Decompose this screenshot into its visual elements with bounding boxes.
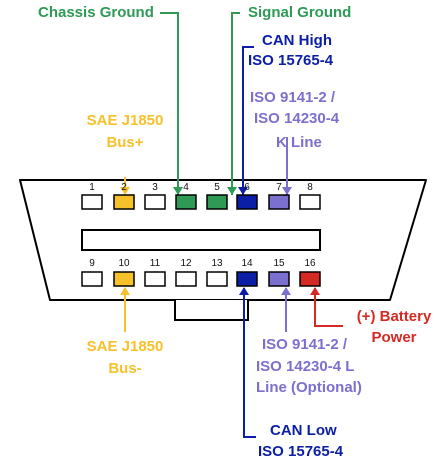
label-battery-line2: Power bbox=[371, 329, 417, 346]
pin-2 bbox=[113, 194, 135, 210]
pin-10 bbox=[113, 271, 135, 287]
label-j1850-minus-line1: SAE J1850 bbox=[86, 338, 164, 355]
label-j1850-plus-line2: Bus+ bbox=[106, 134, 144, 151]
label-lline-line1: ISO 9141-2 / bbox=[262, 336, 348, 353]
pin-number-3: 3 bbox=[152, 182, 158, 193]
pin-number-4: 4 bbox=[183, 182, 189, 193]
arrow-j1850-plus bbox=[120, 187, 130, 195]
pin-number-5: 5 bbox=[214, 182, 220, 193]
label-lline-line2: ISO 14230-4 L bbox=[256, 358, 355, 375]
pin-8 bbox=[299, 194, 321, 210]
pin-7 bbox=[268, 194, 290, 210]
label-can-high-line2: ISO 15765-4 bbox=[248, 52, 334, 69]
pin-6 bbox=[236, 194, 258, 210]
leader-can-high bbox=[242, 46, 254, 195]
label-kline-line3: K Line bbox=[276, 134, 322, 151]
label-kline-line2: ISO 14230-4 bbox=[254, 110, 340, 127]
arrow-chassis-ground bbox=[173, 187, 183, 195]
label-can-high-line1: CAN High bbox=[262, 32, 332, 49]
pin-number-2: 2 bbox=[121, 182, 127, 193]
pin-number-16: 16 bbox=[304, 258, 316, 269]
pin-number-14: 14 bbox=[241, 258, 253, 269]
leader-chassis-ground bbox=[160, 12, 179, 195]
pin-3 bbox=[144, 194, 166, 210]
arrow-battery bbox=[310, 287, 320, 295]
pin-5 bbox=[206, 194, 228, 210]
label-can-low-line2: ISO 15765-4 bbox=[258, 443, 344, 460]
label-chassis-ground: Chassis Ground bbox=[38, 4, 154, 21]
pin-13 bbox=[206, 271, 228, 287]
label-battery-line1: (+) Battery bbox=[356, 308, 432, 325]
leader-signal-ground bbox=[231, 12, 240, 195]
label-j1850-plus-line1: SAE J1850 bbox=[86, 112, 164, 129]
pin-14 bbox=[236, 271, 258, 287]
label-kline-line1: ISO 9141-2 / bbox=[250, 89, 336, 106]
label-lline-line3: Line (Optional) bbox=[256, 379, 362, 396]
pin-4 bbox=[175, 194, 197, 210]
arrow-lline bbox=[281, 287, 291, 295]
leader-can-low bbox=[243, 288, 256, 438]
pin-9 bbox=[81, 271, 103, 287]
connector-center-slot bbox=[81, 229, 321, 251]
arrow-j1850-minus bbox=[120, 287, 130, 295]
connector-key-tab bbox=[174, 300, 249, 321]
pin-number-12: 12 bbox=[180, 258, 192, 269]
pin-number-6: 6 bbox=[244, 182, 250, 193]
arrow-can-low bbox=[239, 287, 249, 295]
pin-number-8: 8 bbox=[307, 182, 313, 193]
pin-number-15: 15 bbox=[273, 258, 285, 269]
label-can-low-line1: CAN Low bbox=[270, 422, 337, 439]
label-j1850-minus-line2: Bus- bbox=[108, 360, 142, 377]
pin-number-9: 9 bbox=[89, 258, 95, 269]
pin-11 bbox=[144, 271, 166, 287]
pin-number-13: 13 bbox=[211, 258, 223, 269]
arrow-can-high bbox=[238, 187, 248, 195]
arrow-signal-ground bbox=[227, 187, 237, 195]
pin-number-7: 7 bbox=[276, 182, 282, 193]
arrow-kline bbox=[282, 187, 292, 195]
pin-1 bbox=[81, 194, 103, 210]
pin-12 bbox=[175, 271, 197, 287]
pin-number-1: 1 bbox=[89, 182, 95, 193]
pin-number-11: 11 bbox=[149, 258, 161, 269]
leader-battery bbox=[314, 288, 343, 327]
pin-15 bbox=[268, 271, 290, 287]
label-signal-ground: Signal Ground bbox=[248, 4, 352, 21]
pin-16 bbox=[299, 271, 321, 287]
pin-number-10: 10 bbox=[118, 258, 130, 269]
